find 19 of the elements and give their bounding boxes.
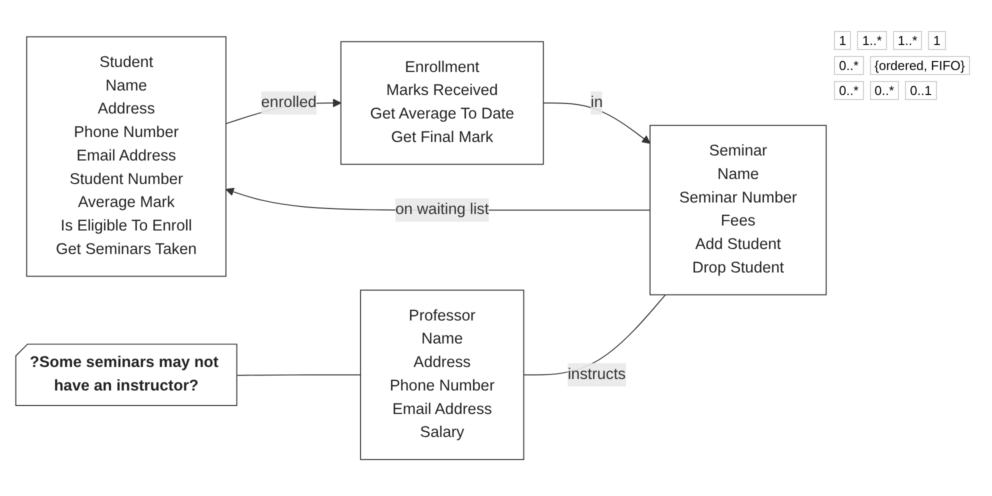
edge-label: instructs	[568, 366, 626, 382]
multiplicity-label: 1..*	[857, 31, 887, 50]
edge-label: on waiting list	[395, 201, 489, 218]
edge-label: in	[590, 94, 603, 111]
multiplicity-label: 1	[834, 31, 852, 50]
node-box: Enrollment Marks Received Get Average To Date Get Final Mark	[340, 41, 544, 165]
multiplicity-label: 1	[928, 31, 946, 50]
multiplicity-label: 1..*	[892, 31, 922, 50]
edge-label: enrolled	[261, 94, 317, 111]
multiplicity-label: 0..1	[905, 81, 937, 100]
connector	[236, 374, 362, 376]
arrow	[542, 102, 650, 144]
node-box: Seminar Name Seminar Number Fees Add Student Drop Student	[650, 124, 827, 296]
multiplicity-label: {ordered, FIFO}	[870, 56, 970, 75]
node-box: Student Name Address Phone Number Email Address Student Number Average Mark Is Eligible To Enroll Get Seminars Taken	[26, 36, 226, 277]
node-box: Professor Name Address Phone Number Email Address Salary	[360, 290, 524, 460]
multiplicity-label: 0..*	[834, 81, 864, 100]
multiplicity-label: 0..*	[834, 56, 864, 75]
multiplicity-label: 0..*	[870, 81, 900, 100]
